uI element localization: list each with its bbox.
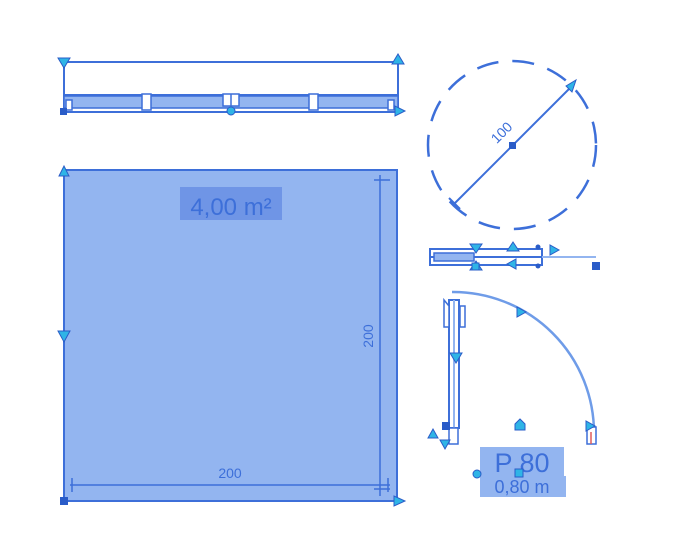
- sliding-grips[interactable]: [469, 241, 600, 271]
- sliding-panel: [433, 252, 475, 262]
- dashed-circle: [426, 59, 598, 231]
- door-grips[interactable]: [427, 306, 597, 451]
- area-label: 4,00 m²: [190, 194, 271, 221]
- beam-post-1: [141, 93, 152, 111]
- grip-arrow-down-icon[interactable]: [469, 243, 483, 254]
- grip-arrow-right-icon[interactable]: [393, 495, 407, 507]
- door-jamb-right: [459, 305, 466, 328]
- grip-square-icon[interactable]: [514, 468, 524, 478]
- door-width-highlight: [480, 476, 566, 497]
- beam-end-right: [387, 99, 395, 111]
- grip-arrow-right-icon[interactable]: [549, 244, 561, 256]
- grip-arrow-up-icon[interactable]: [427, 427, 439, 439]
- grip-arrow-down-icon[interactable]: [57, 57, 71, 69]
- beam-end-left: [65, 99, 73, 111]
- grip-arrow-up-icon[interactable]: [58, 164, 70, 177]
- grip-arrow-down-icon[interactable]: [57, 330, 71, 344]
- dim-vertical-label: 200: [360, 324, 376, 348]
- grip-square-icon[interactable]: [592, 262, 600, 270]
- door-jamb-left: [443, 297, 450, 328]
- grip-arrow-up-icon[interactable]: [506, 241, 520, 252]
- dim-horizontal-label: 200: [218, 465, 242, 481]
- grip-home-icon[interactable]: [514, 418, 526, 431]
- door-jamb-bottom: [448, 427, 459, 445]
- grip-square-icon[interactable]: [471, 262, 480, 271]
- grip-circle-icon[interactable]: [226, 106, 236, 116]
- area-label-highlight: [180, 187, 282, 220]
- circle-object[interactable]: 100: [426, 59, 598, 231]
- grip-arrow-left-icon[interactable]: [505, 258, 517, 270]
- grip-arrow-right-icon[interactable]: [585, 420, 597, 432]
- room-fill: [63, 169, 398, 502]
- beam-elevation[interactable]: [63, 61, 399, 113]
- door-tag[interactable]: P 80 0,80 m: [472, 447, 566, 497]
- grip-arrow-right-icon[interactable]: [394, 105, 407, 117]
- beam-grips[interactable]: [57, 53, 407, 117]
- door-width-label: 0,80 m: [494, 477, 549, 497]
- beam-post-3: [308, 93, 319, 111]
- grip-arrow-icon[interactable]: [565, 78, 577, 93]
- grip-square-icon[interactable]: [60, 497, 68, 505]
- grip-dot-icon[interactable]: [535, 244, 541, 250]
- grip-arrow-right-icon[interactable]: [516, 306, 528, 318]
- swing-door[interactable]: [443, 290, 597, 445]
- grip-square-icon[interactable]: [60, 108, 67, 115]
- grip-dot-icon[interactable]: [535, 263, 541, 269]
- grip-square-icon[interactable]: [509, 142, 516, 149]
- room-grips[interactable]: [57, 164, 407, 507]
- grip-arrow-down-icon[interactable]: [439, 439, 451, 451]
- room-slab[interactable]: 4,00 m² 200 200: [63, 169, 398, 502]
- grip-square-icon[interactable]: [442, 422, 450, 430]
- grip-circle-icon[interactable]: [472, 469, 482, 479]
- door-swing-arc: [451, 290, 596, 434]
- grip-arrow-up-icon[interactable]: [391, 53, 405, 65]
- diameter-tick: [448, 197, 461, 210]
- grip-arrow-down-icon[interactable]: [449, 352, 463, 364]
